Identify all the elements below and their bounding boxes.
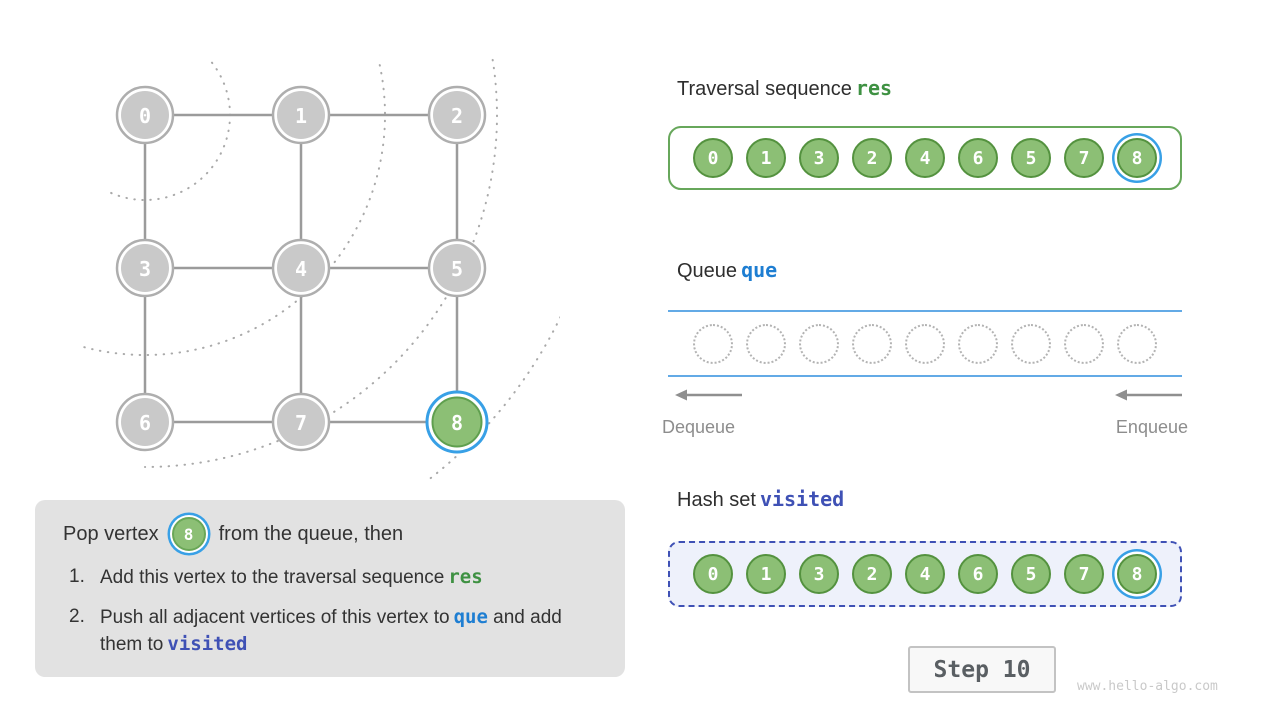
graph-vertex-4: 4 <box>271 238 331 298</box>
step-indicator[interactable]: Step 10 <box>908 646 1056 693</box>
hashset-item: 3 <box>799 554 839 594</box>
bfs-level-arc <box>426 315 560 480</box>
que-code-inline: que <box>453 606 488 628</box>
svg-text:4: 4 <box>295 257 307 281</box>
pop-suffix-text: from the queue, then <box>218 522 404 545</box>
hashset-item: 6 <box>958 554 998 594</box>
step-1-body: Add this vertex to the traversal sequenc… <box>100 567 445 588</box>
bfs-graph: 0 1 2 3 4 5 6 7 8 <box>77 58 560 480</box>
svg-text:7: 7 <box>295 411 307 435</box>
graph-vertex-8: 8 <box>425 390 489 454</box>
queue-empty-slot <box>905 323 945 364</box>
svg-text:1: 1 <box>295 104 307 128</box>
queue-empty-slot <box>1064 323 1104 364</box>
queue-empty-slot <box>693 323 733 364</box>
svg-text:8: 8 <box>451 411 463 435</box>
step-2-text: Push all adjacent vertices of this verte… <box>100 604 601 658</box>
res-code-title: res <box>855 76 893 100</box>
step-2-body-2: and add them to <box>100 607 562 655</box>
traversal-item: 5 <box>1011 138 1051 178</box>
queue-empty-slot <box>1011 323 1051 364</box>
visited-code-inline: visited <box>167 633 248 655</box>
graph-vertex-0: 0 <box>115 85 175 145</box>
svg-text:2: 2 <box>451 104 463 128</box>
queue-box <box>668 310 1182 377</box>
current-vertex-chip: 8 <box>171 517 206 551</box>
dequeue-arrow-icon <box>675 389 742 401</box>
graph-vertex-7: 7 <box>271 392 331 452</box>
step-1-text: Add this vertex to the traversal sequenc… <box>100 564 601 591</box>
hashset-item: 5 <box>1011 554 1051 594</box>
explanation-intro: Pop vertex 8 from the queue, then <box>63 517 601 551</box>
bfs-level-arc <box>144 58 498 468</box>
hashset-item: 4 <box>905 554 945 594</box>
explanation-step-2: 2. Push all adjacent vertices of this ve… <box>63 604 601 658</box>
que-code-title: que <box>741 258 778 282</box>
traversal-item: 0 <box>693 138 733 178</box>
bfs-level-arc <box>106 61 231 201</box>
queue-empty-slot <box>799 323 839 364</box>
graph-vertex-5: 5 <box>427 238 487 298</box>
queue-empty-slot <box>1117 323 1157 364</box>
traversal-item: 3 <box>799 138 839 178</box>
graph-vertex-3: 3 <box>115 238 175 298</box>
enqueue-label: Enqueue <box>1115 417 1188 437</box>
traversal-item: 8 <box>1117 138 1157 178</box>
queue-empty-slot <box>746 323 786 364</box>
step-2-number: 2. <box>69 606 85 627</box>
traversal-item: 7 <box>1064 138 1104 178</box>
hashset-item: 2 <box>852 554 892 594</box>
graph-vertex-6: 6 <box>115 392 175 452</box>
watermark: www.hello-algo.com <box>1077 679 1218 694</box>
traversal-item: 4 <box>905 138 945 178</box>
hashset-item: 7 <box>1064 554 1104 594</box>
queue-title-text: Queue <box>677 260 738 282</box>
graph-vertex-2: 2 <box>427 85 487 145</box>
traversal-item: 1 <box>746 138 786 178</box>
explanation-step-1: 1. Add this vertex to the traversal sequ… <box>63 564 601 591</box>
traversal-item: 2 <box>852 138 892 178</box>
visited-code-title: visited <box>759 487 845 511</box>
svg-text:5: 5 <box>451 257 463 281</box>
hashset-item: 0 <box>693 554 733 594</box>
step-2-body-1: Push all adjacent vertices of this verte… <box>100 607 450 628</box>
traversal-title-text: Traversal sequence <box>677 78 852 100</box>
svg-text:3: 3 <box>139 257 151 281</box>
graph-vertex-1: 1 <box>271 85 331 145</box>
explanation-box: Pop vertex 8 from the queue, then 1. Add… <box>35 500 625 677</box>
queue-empty-slot <box>852 323 892 364</box>
pop-prefix-text: Pop vertex <box>63 522 159 545</box>
queue-empty-slot <box>958 323 998 364</box>
enqueue-arrow-icon <box>1115 389 1182 401</box>
res-code-inline: res <box>448 566 483 588</box>
svg-text:6: 6 <box>139 411 151 435</box>
dequeue-label: Dequeue <box>662 417 736 437</box>
step-1-number: 1. <box>69 566 85 587</box>
traversal-item: 6 <box>958 138 998 178</box>
hashset-title-text: Hash set <box>677 489 756 511</box>
hashset-item: 1 <box>746 554 786 594</box>
svg-text:0: 0 <box>139 104 151 128</box>
hashset-item: 8 <box>1117 554 1157 594</box>
